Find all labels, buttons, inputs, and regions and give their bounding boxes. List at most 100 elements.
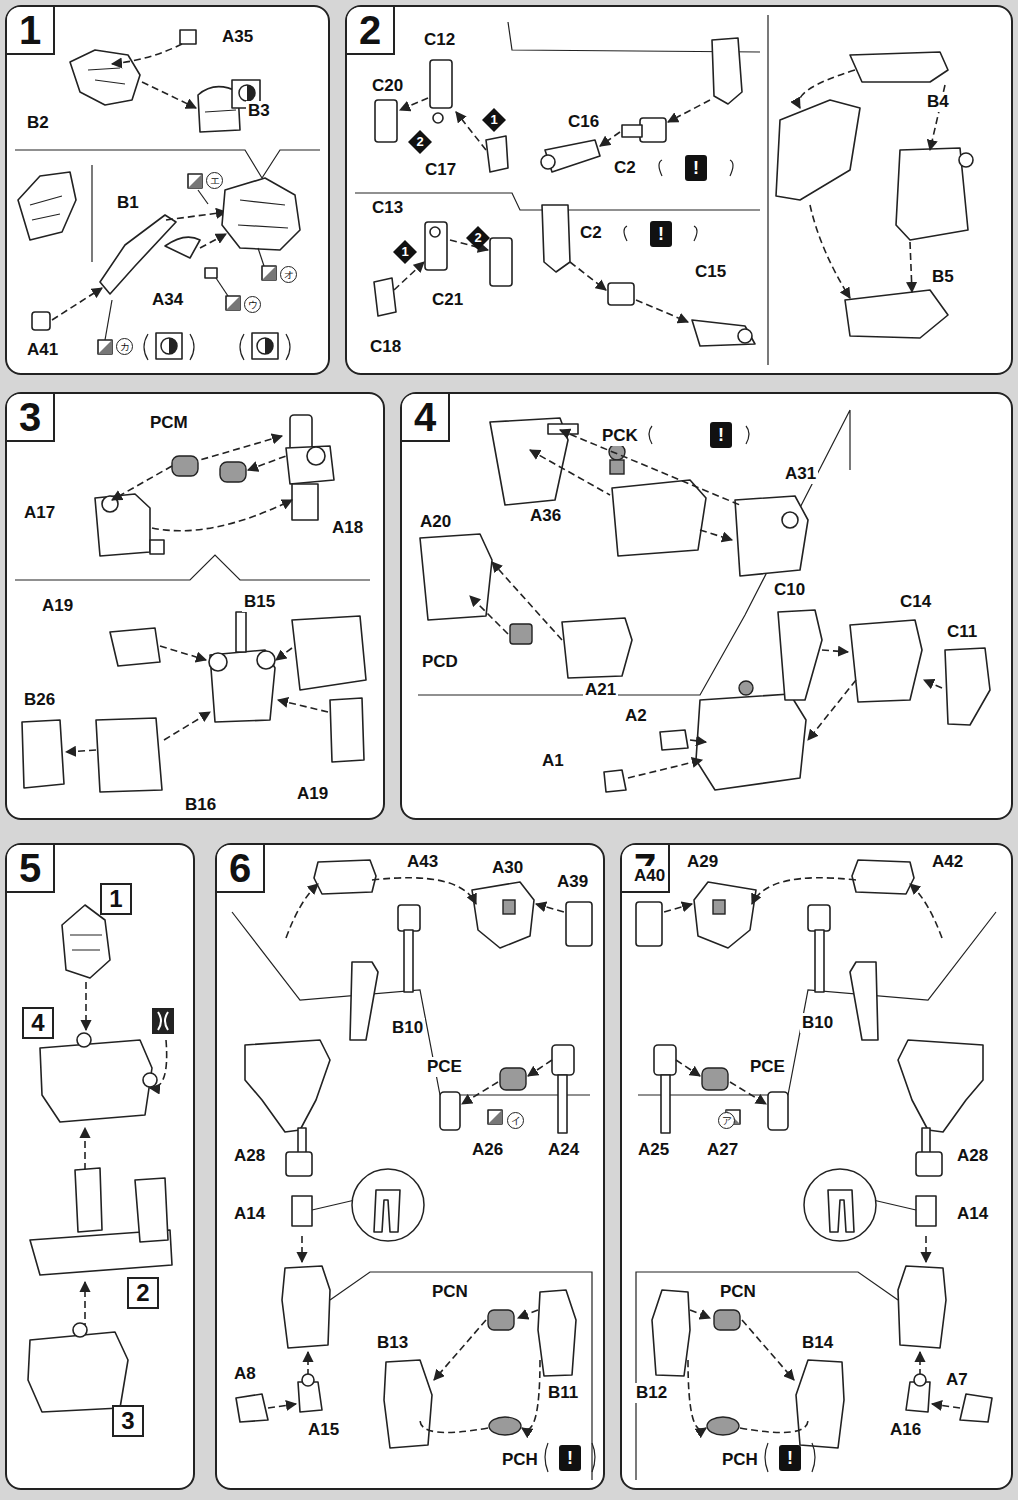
part-label: C14 bbox=[898, 592, 933, 612]
part-label: PCE bbox=[748, 1057, 787, 1077]
sticker-mark: イ bbox=[507, 1112, 524, 1129]
step-number: 6 bbox=[217, 845, 265, 893]
part-label: A14 bbox=[955, 1204, 990, 1224]
part-label: A39 bbox=[555, 872, 590, 892]
step-number: 3 bbox=[7, 394, 55, 442]
order-diamond: 1 bbox=[393, 240, 417, 264]
step-reference: 4 bbox=[22, 1007, 54, 1039]
part-label: A41 bbox=[25, 340, 60, 360]
part-label: A24 bbox=[546, 1140, 581, 1160]
part-label: A36 bbox=[528, 506, 563, 526]
part-label: PCE bbox=[425, 1057, 464, 1077]
part-label: PCH bbox=[500, 1450, 540, 1470]
caution-symbol: ! bbox=[567, 1448, 573, 1468]
part-label: C20 bbox=[370, 76, 405, 96]
sticker-mark: オ bbox=[280, 266, 297, 283]
part-label: A21 bbox=[583, 680, 618, 700]
part-label: A1 bbox=[540, 751, 566, 771]
order-diamond: 2 bbox=[408, 130, 432, 154]
part-label: A26 bbox=[470, 1140, 505, 1160]
order-number: 2 bbox=[466, 226, 490, 250]
part-label: B13 bbox=[375, 1333, 410, 1353]
order-number: 1 bbox=[482, 108, 506, 132]
part-label: C17 bbox=[423, 160, 458, 180]
part-label: B12 bbox=[634, 1383, 669, 1403]
part-label: A20 bbox=[418, 512, 453, 532]
part-label: C15 bbox=[693, 262, 728, 282]
part-label: C10 bbox=[772, 580, 807, 600]
caution-symbol: ! bbox=[693, 158, 699, 178]
part-label: PCN bbox=[718, 1282, 758, 1302]
part-label: A27 bbox=[705, 1140, 740, 1160]
step-number: 4 bbox=[402, 394, 450, 442]
step-number: 2 bbox=[347, 7, 395, 55]
part-label: C21 bbox=[430, 290, 465, 310]
reference-number: 1 bbox=[109, 885, 122, 912]
part-label: C18 bbox=[368, 337, 403, 357]
step-reference: 3 bbox=[112, 1405, 144, 1437]
step-panel: 7! bbox=[620, 843, 1013, 1490]
part-label: A19 bbox=[40, 596, 75, 616]
step-number: 5 bbox=[7, 845, 55, 893]
part-label: A14 bbox=[232, 1204, 267, 1224]
step-reference: 2 bbox=[127, 1277, 159, 1309]
part-label: A31 bbox=[783, 464, 818, 484]
part-label: PCD bbox=[420, 652, 460, 672]
part-label: B15 bbox=[242, 592, 277, 612]
part-label: A2 bbox=[623, 706, 649, 726]
part-label: A8 bbox=[232, 1364, 258, 1384]
part-label: B4 bbox=[925, 92, 951, 112]
part-label: A28 bbox=[232, 1146, 267, 1166]
part-label: B11 bbox=[546, 1383, 580, 1403]
part-label: C2 bbox=[612, 158, 638, 178]
reference-number: 4 bbox=[31, 1009, 44, 1036]
part-label: B2 bbox=[25, 113, 51, 133]
part-label: C13 bbox=[370, 198, 405, 218]
order-number: 1 bbox=[393, 240, 417, 264]
part-label: A29 bbox=[685, 852, 720, 872]
sticker-mark: ア bbox=[718, 1112, 735, 1129]
step-panel: 1 bbox=[5, 5, 330, 375]
part-label: B3 bbox=[246, 101, 272, 121]
part-label: B26 bbox=[22, 690, 57, 710]
caution-symbol: ! bbox=[658, 224, 664, 244]
sticker-mark: ウ bbox=[244, 296, 261, 313]
caution-mark: ! bbox=[685, 155, 707, 181]
reference-number: 2 bbox=[136, 1279, 149, 1306]
part-label: A19 bbox=[295, 784, 330, 804]
caution-symbol: ! bbox=[787, 1448, 793, 1468]
part-label: A18 bbox=[330, 518, 365, 538]
part-label: PCK bbox=[600, 426, 640, 446]
caution-symbol: ! bbox=[718, 425, 724, 445]
part-label: C16 bbox=[566, 112, 601, 132]
part-label: A16 bbox=[888, 1420, 923, 1440]
order-diamond: 1 bbox=[482, 108, 506, 132]
reference-number: 3 bbox=[121, 1407, 134, 1434]
part-label: A25 bbox=[636, 1140, 671, 1160]
part-label: A7 bbox=[944, 1370, 970, 1390]
part-label: A40 bbox=[632, 866, 667, 886]
part-label: B10 bbox=[800, 1013, 835, 1033]
part-label: B1 bbox=[115, 193, 141, 213]
step-number: 1 bbox=[7, 7, 55, 55]
part-label: A28 bbox=[955, 1146, 990, 1166]
part-label: B10 bbox=[390, 1018, 425, 1038]
part-label: A30 bbox=[490, 858, 525, 878]
part-label: A34 bbox=[150, 290, 185, 310]
part-label: PCH bbox=[720, 1450, 760, 1470]
part-label: C12 bbox=[422, 30, 457, 50]
caution-mark: ! bbox=[559, 1445, 581, 1471]
caution-mark: ! bbox=[710, 422, 732, 448]
part-label: C2 bbox=[578, 223, 604, 243]
order-diamond: 2 bbox=[466, 226, 490, 250]
part-label: A42 bbox=[930, 852, 965, 872]
part-label: B16 bbox=[183, 795, 218, 815]
caution-mark: ! bbox=[650, 221, 672, 247]
part-label: A15 bbox=[306, 1420, 341, 1440]
step-reference: 1 bbox=[100, 883, 132, 915]
part-label: A17 bbox=[22, 503, 57, 523]
sticker-mark: エ bbox=[206, 172, 223, 189]
part-label: C11 bbox=[945, 622, 979, 642]
